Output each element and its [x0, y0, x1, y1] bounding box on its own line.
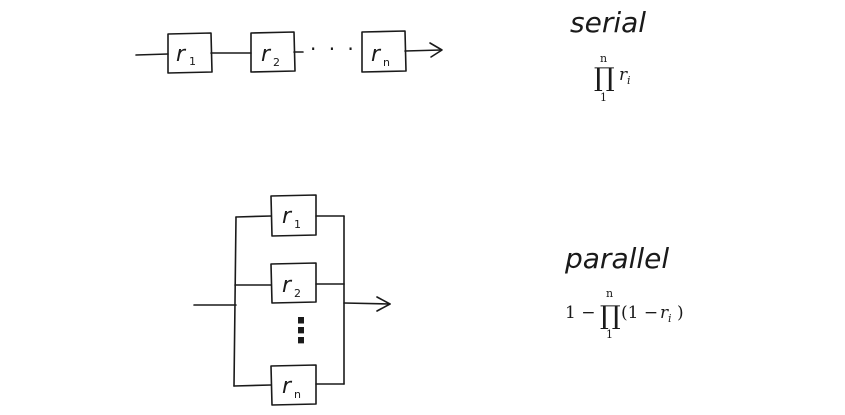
parallel-formula-upper-limit: n: [606, 287, 613, 300]
parallel-branch-n-wires: [233, 383, 345, 387]
parallel-output-arrowhead: [376, 296, 391, 312]
parallel-block-r1-letter: r: [282, 204, 293, 229]
parallel-block-rn-letter: r: [282, 374, 293, 399]
parallel-block-rn-index: n: [294, 388, 301, 401]
parallel-branch-1-wires: [235, 215, 345, 218]
parallel-formula-product-symbol: ∏: [600, 301, 621, 331]
parallel-formula-prefix: 1 −: [565, 303, 595, 323]
serial-block-r1-letter: r: [176, 42, 187, 67]
serial-formula-lower-limit: 1: [600, 91, 607, 104]
parallel-left-rail: [233, 216, 237, 387]
parallel-formula-term-open: (1 −: [621, 303, 658, 323]
parallel-output-wire: [343, 302, 391, 305]
parallel-ellipsis: ⋮: [284, 311, 321, 351]
parallel-block-r2: r 2: [270, 262, 317, 304]
serial-block-rn-letter: r: [371, 42, 382, 67]
serial-formula-upper-limit: n: [600, 52, 607, 65]
parallel-formula-variable: r: [660, 303, 669, 323]
serial-block-r1: r 1: [167, 32, 213, 74]
serial-block-r2: r 2: [250, 31, 296, 73]
serial-title: serial: [570, 6, 646, 39]
parallel-block-r2-index: 2: [294, 287, 301, 300]
parallel-title: parallel: [564, 242, 669, 275]
serial-block-r2-index: 2: [273, 56, 280, 69]
parallel-formula-index: i: [668, 312, 672, 325]
serial-formula-index: i: [627, 74, 631, 87]
serial-ellipsis: · · ·: [310, 37, 357, 61]
parallel-formula: 1 − n ∏ 1 (1 − r i ): [565, 287, 684, 341]
parallel-formula-lower-limit: 1: [606, 328, 613, 341]
serial-block-rn-index: n: [383, 56, 390, 69]
parallel-block-r1: r 1: [270, 194, 317, 237]
parallel-formula-term-close: ): [677, 303, 684, 323]
parallel-block-r2-letter: r: [282, 273, 293, 298]
serial-block-r1-index: 1: [189, 55, 196, 68]
serial-formula: n ∏ 1 r i: [594, 52, 631, 104]
parallel-block-r1-index: 1: [294, 218, 301, 231]
parallel-block-rn: r n: [270, 364, 317, 406]
parallel-system: r 1 r 2 ⋮ r n: [193, 194, 391, 406]
serial-block-r2-letter: r: [261, 42, 272, 67]
serial-output-wire: [404, 49, 442, 52]
serial-formula-variable: r: [619, 65, 628, 85]
serial-formula-product-symbol: ∏: [594, 63, 615, 93]
parallel-branch-2-wires: [234, 283, 345, 286]
serial-block-rn: r n: [361, 30, 407, 73]
serial-system: r 1 r 2 · · · r n: [135, 30, 443, 74]
serial-input-wire: [135, 53, 169, 56]
serial-output-arrowhead: [429, 42, 443, 58]
